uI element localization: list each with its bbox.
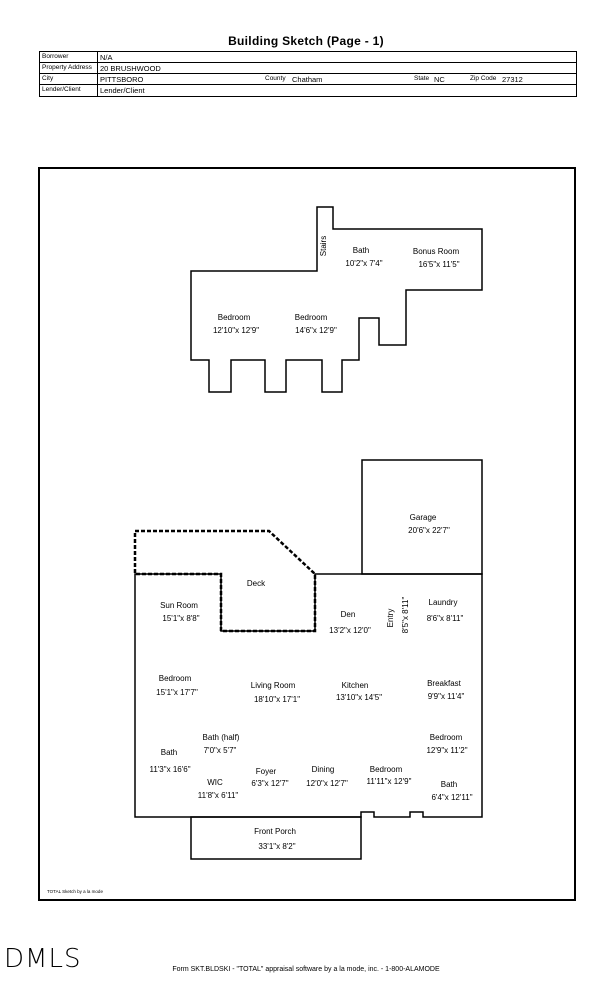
- bed-main1-dim: 15'1"x 17'7": [156, 688, 198, 697]
- living-dim: 18'10"x 17'1": [254, 695, 300, 704]
- bonus-name: Bonus Room: [413, 247, 460, 256]
- sun-dim: 15'1"x 8'8": [162, 614, 199, 623]
- sun-name: Sun Room: [160, 601, 198, 610]
- den-name: Den: [341, 610, 356, 619]
- laundry-name: Laundry: [429, 598, 458, 607]
- porch-dim: 33'1"x 8'2": [258, 842, 295, 851]
- bed-up1-dim: 12'10"x 12'9": [213, 326, 259, 335]
- bed-main2-dim: 12'9"x 11'2": [426, 746, 467, 755]
- breakfast-dim: 9'9"x 11'4": [428, 692, 465, 701]
- upper-floor-outline: [190, 206, 483, 393]
- address-label: Property Address: [42, 64, 92, 71]
- dining-dim: 12'0"x 12'7": [306, 779, 348, 788]
- bed-main1-name: Bedroom: [159, 674, 192, 683]
- borrower-value: N/A: [100, 53, 113, 62]
- deck-name: Deck: [247, 579, 266, 588]
- address-value: 20 BRUSHWOOD: [100, 64, 161, 73]
- lender-label: Lender/Client: [42, 86, 81, 93]
- city-label: City: [42, 75, 54, 82]
- bath-up-dim: 10'2"x 7'4": [345, 259, 382, 268]
- bath-main2-dim: 6'4"x 12'11": [431, 793, 472, 802]
- form-footer: Form SKT.BLDSKI - "TOTAL" appraisal soft…: [172, 966, 440, 973]
- bed-main3-name: Bedroom: [370, 765, 403, 774]
- header-divider: [97, 52, 98, 96]
- zip-value: 27312: [502, 75, 523, 84]
- deck-outline: [133, 529, 317, 633]
- city-row: City PITTSBORO County Chatham State NC Z…: [40, 74, 576, 85]
- county-label: County: [265, 75, 286, 82]
- stairs-label: Stairs: [319, 236, 328, 256]
- address-row: Property Address 20 BRUSHWOOD: [40, 63, 576, 74]
- borrower-label: Borrower: [42, 53, 69, 60]
- bed-up2-dim: 14'6"x 12'9": [295, 326, 337, 335]
- bed-main2-name: Bedroom: [430, 733, 463, 742]
- header-table: Borrower N/A Property Address 20 BRUSHWO…: [39, 51, 577, 97]
- kitchen-dim: 13'10"x 14'5": [336, 693, 382, 702]
- entry-dim: 8'5"x 8'11": [401, 597, 410, 634]
- garage-name: Garage: [410, 513, 437, 522]
- bed-main3-dim: 11'11"x 12'9": [367, 777, 412, 786]
- lender-value: Lender/Client: [100, 86, 145, 95]
- bath-main2-name: Bath: [441, 780, 457, 789]
- bonus-dim: 16'5"x 11'5": [418, 260, 459, 269]
- garage-dim: 20'6"x 22'7": [408, 526, 450, 535]
- sketch-credit: TOTAL Sketch by a la mode: [47, 889, 103, 894]
- front-porch-outline: [190, 816, 362, 860]
- wic-name: WIC: [207, 778, 223, 787]
- state-value: NC: [434, 75, 445, 84]
- entry-name: Entry: [386, 609, 395, 628]
- city-value: PITTSBORO: [100, 75, 144, 84]
- foyer-dim: 6'3"x 12'7": [251, 779, 288, 788]
- breakfast-name: Breakfast: [427, 679, 462, 688]
- laundry-dim: 8'6"x 8'11": [427, 614, 464, 623]
- wic-dim: 11'8"x 6'11": [198, 791, 239, 800]
- bath-main1-dim: 11'3"x 16'6": [149, 765, 190, 774]
- county-value: Chatham: [292, 75, 323, 84]
- den-dim: 13'2"x 12'0": [329, 626, 371, 635]
- living-name: Living Room: [251, 681, 296, 690]
- kitchen-name: Kitchen: [342, 681, 369, 690]
- dmls-logo: DMLS: [4, 944, 82, 974]
- bed-up1-name: Bedroom: [218, 313, 251, 322]
- borrower-row: Borrower N/A: [40, 52, 576, 63]
- lender-row: Lender/Client Lender/Client: [40, 85, 576, 96]
- page-title: Building Sketch (Page - 1): [228, 34, 384, 48]
- bath-main1-name: Bath: [161, 748, 177, 757]
- bath-half-name: Bath (half): [203, 733, 240, 742]
- dining-name: Dining: [312, 765, 335, 774]
- bath-up-name: Bath: [353, 246, 369, 255]
- porch-name: Front Porch: [254, 827, 296, 836]
- foyer-name: Foyer: [256, 767, 277, 776]
- state-label: State: [414, 75, 430, 82]
- bath-half-dim: 7'0"x 5'7": [204, 746, 237, 755]
- zip-label: Zip Code: [470, 75, 497, 82]
- sketch-frame: [38, 167, 576, 901]
- bed-up2-name: Bedroom: [295, 313, 328, 322]
